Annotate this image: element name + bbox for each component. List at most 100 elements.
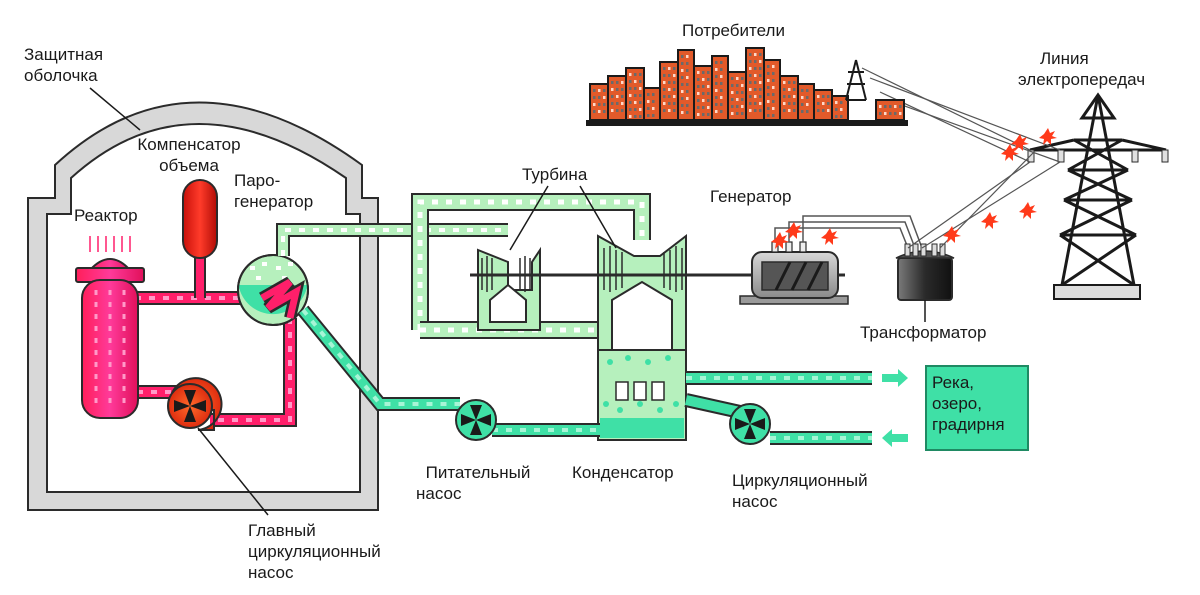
feed-pump <box>455 399 497 441</box>
building-window <box>707 99 710 102</box>
pressurizer <box>182 179 218 259</box>
building-window <box>603 110 606 113</box>
building-window <box>629 101 632 104</box>
main-pump-label-line3: насос <box>248 563 294 582</box>
building-window <box>793 102 796 105</box>
building-window <box>772 100 775 103</box>
building-window <box>629 108 632 111</box>
transformer-label: Трансформатор <box>860 323 987 342</box>
building-window <box>889 105 892 108</box>
building-window <box>673 109 676 112</box>
building-window <box>767 72 770 75</box>
building-window <box>603 89 606 92</box>
building-window <box>720 75 723 78</box>
building-window <box>621 102 624 105</box>
building-window <box>772 65 775 68</box>
feed-pump-label: Питательный насос <box>408 462 548 504</box>
building-window <box>697 78 700 81</box>
building-window <box>647 100 650 103</box>
building-window <box>801 89 804 92</box>
main-circulation-pump <box>167 377 223 431</box>
steam-generator <box>237 254 309 326</box>
building-window <box>889 112 892 115</box>
building-window <box>686 97 689 100</box>
building-window <box>707 106 710 109</box>
building-window <box>681 90 684 93</box>
building <box>763 59 781 121</box>
building-window <box>840 115 843 118</box>
building-window <box>663 74 666 77</box>
building-window <box>736 77 739 80</box>
building-window <box>663 81 666 84</box>
building-window <box>611 88 614 91</box>
building-window <box>767 79 770 82</box>
building-window <box>681 55 684 58</box>
building-window <box>715 110 718 113</box>
building-window <box>707 71 710 74</box>
building-window <box>593 103 596 106</box>
building-window <box>835 115 838 118</box>
building-window <box>720 110 723 113</box>
building-window <box>668 95 671 98</box>
containment-label-line1: Защитная <box>24 45 104 64</box>
circulation-pump-label-line2: насос <box>732 492 778 511</box>
building-window <box>707 92 710 95</box>
building-window <box>736 98 739 101</box>
building-window <box>741 84 744 87</box>
building-window <box>772 72 775 75</box>
building-window <box>767 93 770 96</box>
building-window <box>899 112 902 115</box>
consumers-city <box>586 47 908 126</box>
building-window <box>715 89 718 92</box>
building-window <box>686 55 689 58</box>
building-window <box>731 98 734 101</box>
building-window <box>673 67 676 70</box>
building-window <box>759 95 762 98</box>
building-window <box>593 96 596 99</box>
building-window <box>686 104 689 107</box>
building-window <box>767 100 770 103</box>
building-window <box>749 102 752 105</box>
building-window <box>639 108 642 111</box>
building-window <box>767 107 770 110</box>
generator-label: Генератор <box>710 187 792 206</box>
building-window <box>697 106 700 109</box>
turbine-label: Турбина <box>522 165 588 184</box>
building-window <box>715 96 718 99</box>
building-window <box>629 87 632 90</box>
building-window <box>720 103 723 106</box>
building-window <box>772 79 775 82</box>
building-window <box>793 81 796 84</box>
building-window <box>702 71 705 74</box>
pressurizer-label: Компенсатор объема <box>122 134 256 176</box>
building-window <box>629 73 632 76</box>
reactor-label: Реактор <box>74 206 138 225</box>
reactor <box>75 236 145 419</box>
power-line-label: Линия электропередач <box>1018 48 1145 90</box>
main-pump-label-line2: циркуляционный <box>248 542 381 561</box>
building-window <box>749 95 752 98</box>
building-window <box>879 105 882 108</box>
building-window <box>793 88 796 91</box>
cooling-reservoir-box: Река, озеро, градирня <box>925 365 1029 451</box>
pressurizer-label-line1: Компенсатор <box>137 135 241 154</box>
building-window <box>639 80 642 83</box>
building-window <box>652 114 655 117</box>
building-window <box>749 88 752 91</box>
building-window <box>639 115 642 118</box>
building-window <box>697 71 700 74</box>
building-window <box>697 99 700 102</box>
building-window <box>621 109 624 112</box>
building-window <box>673 74 676 77</box>
spark-icons <box>771 128 1057 249</box>
steam-generator-label-line2: генератор <box>234 192 314 211</box>
building-window <box>681 104 684 107</box>
building-window <box>822 102 825 105</box>
building-window <box>772 86 775 89</box>
building-window <box>647 107 650 110</box>
building-window <box>749 81 752 84</box>
building-window <box>668 102 671 105</box>
building-window <box>598 103 601 106</box>
building-window <box>639 101 642 104</box>
building-window <box>801 96 804 99</box>
